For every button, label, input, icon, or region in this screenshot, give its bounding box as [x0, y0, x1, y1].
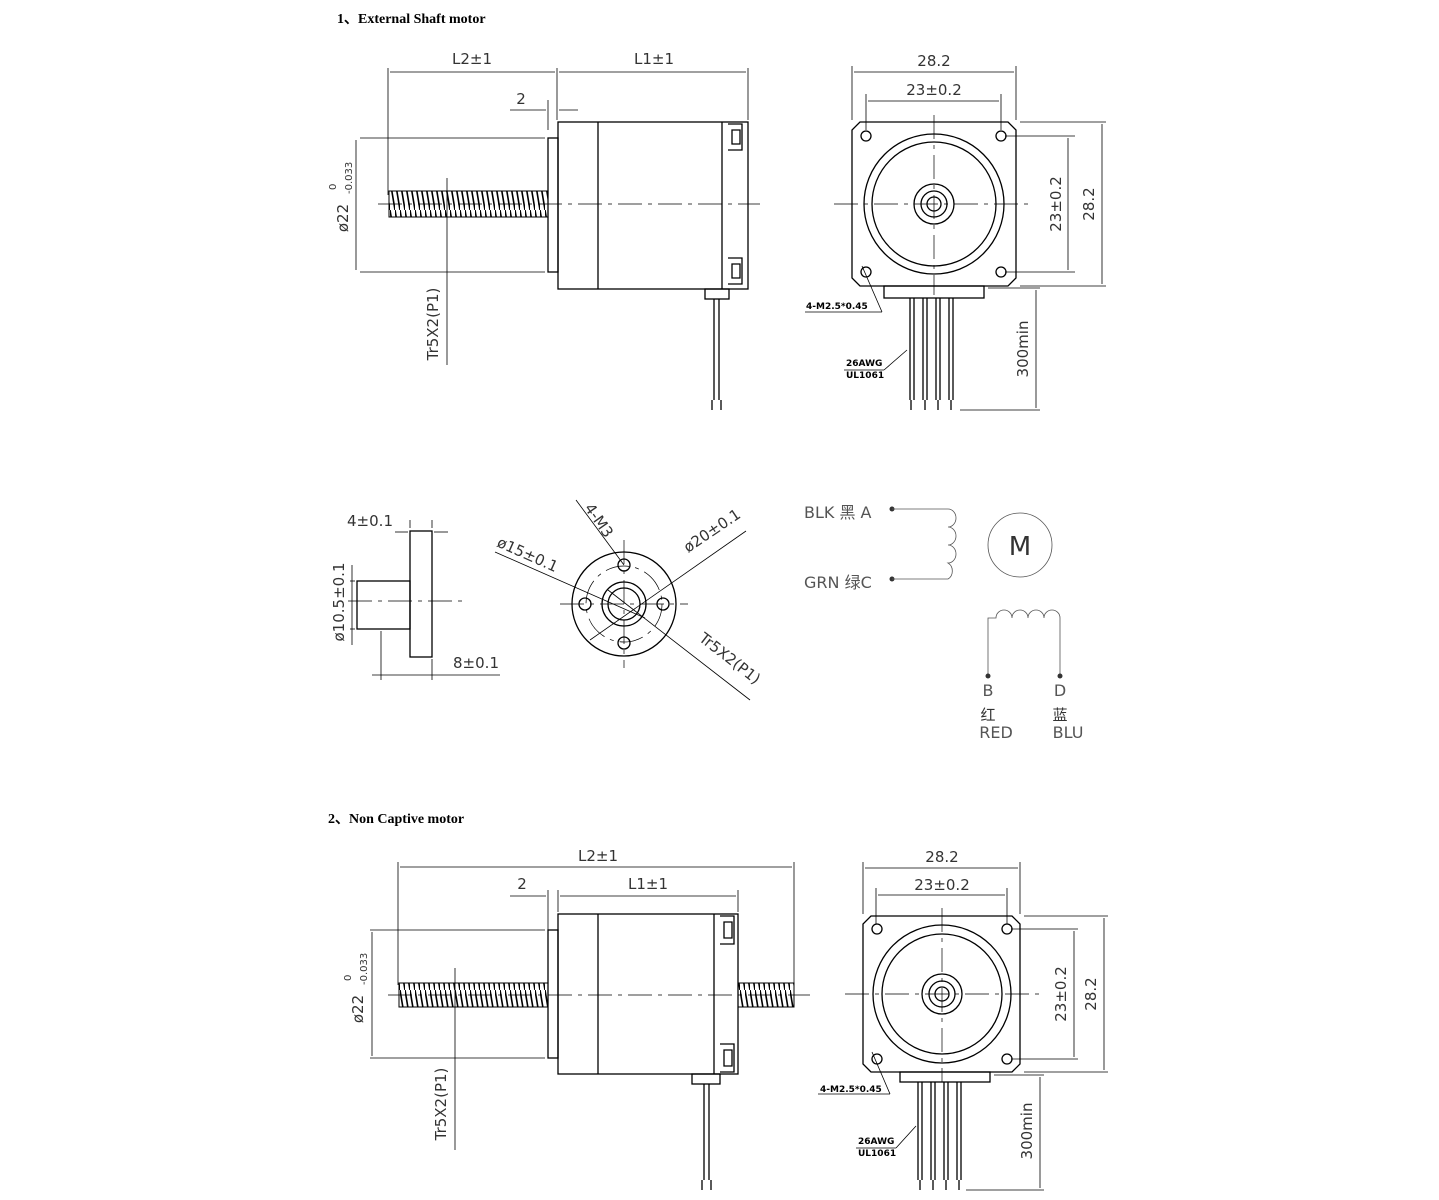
motor-1-side-view: L2±1 L1±1 2 ø22 0 -0.033 Tr5X2(P1)	[328, 50, 760, 410]
dim-2-1: 2	[516, 90, 526, 108]
motor-symbol	[987, 512, 1053, 578]
dim-d20-nut: ø20±0.1	[680, 505, 744, 556]
label-m25-2: 4-M2.5*0.45	[820, 1085, 882, 1095]
label-awg-1: 26AWG	[846, 359, 882, 369]
dim-l2-2: L2±1	[578, 847, 618, 865]
dim-d105-nut: ø10.5±0.1	[330, 563, 348, 642]
dim-282-top-1: 28.2	[917, 52, 950, 70]
dim-tol-low-1: -0.033	[344, 162, 355, 194]
wire-label-b: B	[983, 681, 994, 700]
motor-2-front-view: 28.2 23±0.2 23±0.2 28.2	[818, 848, 1108, 1191]
dim-2-2: 2	[517, 875, 527, 893]
dim-l1-1: L1±1	[634, 50, 674, 68]
dim-23-side-2: 23±0.2	[1052, 966, 1070, 1022]
dim-d22-1: ø22	[334, 204, 352, 232]
motor-2-side-view: L2±1 2 L1±1 ø22 0 -0.033 Tr5X2(P1)	[343, 847, 810, 1190]
dim-tr-nut: Tr5X2(P1)	[695, 628, 764, 688]
wire-label-b-en: RED	[979, 723, 1013, 742]
dim-282-side-2: 28.2	[1082, 977, 1100, 1010]
dim-282-top-2: 28.2	[925, 848, 958, 866]
dim-23-top-2: 23±0.2	[914, 876, 970, 894]
motor-symbol-label: M	[1009, 532, 1031, 562]
dim-tol-low-2: -0.033	[359, 953, 370, 985]
section-2-heading: 2、Non Captive motor	[328, 808, 464, 828]
wire-label-a: BLK 黑 A	[804, 503, 872, 522]
dim-tol-up-2: 0	[343, 975, 354, 981]
section-1-number: 1	[337, 12, 344, 27]
section-2-title: Non Captive motor	[349, 812, 465, 827]
dim-8-nut: 8±0.1	[453, 654, 499, 672]
label-m25-1: 4-M2.5*0.45	[806, 302, 868, 312]
wire-label-b-cn: 红	[980, 706, 995, 724]
wiring-diagram: BLK 黑 A GRN 绿C M B D 红 蓝 RED BLU	[804, 503, 1083, 742]
nut-side-view: 4±0.1 ø10.5±0.1 8±0.1	[330, 512, 500, 680]
wire-label-d-en: BLU	[1053, 723, 1084, 742]
dim-d22-2: ø22	[349, 995, 367, 1023]
dim-23-side-1: 23±0.2	[1047, 176, 1065, 232]
section-1-sep: 、	[344, 12, 358, 27]
dim-tr-2: Tr5X2(P1)	[432, 1068, 450, 1142]
section-1-heading: 1、External Shaft motor	[337, 8, 486, 28]
dim-4-nut: 4±0.1	[347, 512, 393, 530]
label-ul-2: UL1061	[858, 1149, 896, 1159]
dim-tol-up-1: 0	[328, 184, 339, 190]
dim-l2-1: L2±1	[452, 50, 492, 68]
wire-label-c: GRN 绿C	[804, 573, 872, 592]
label-awg-2: 26AWG	[858, 1137, 894, 1147]
dim-282-side-1: 28.2	[1080, 187, 1098, 220]
dim-tr-1: Tr5X2(P1)	[424, 288, 442, 362]
section-2-number: 2	[328, 812, 335, 827]
dim-m3-nut: 4-M3	[581, 500, 617, 541]
dim-300min-1: 300min	[1014, 321, 1032, 378]
wire-label-d: D	[1054, 681, 1066, 700]
dim-d15-nut: ø15±0.1	[494, 533, 560, 576]
dim-300min-2: 300min	[1018, 1103, 1036, 1160]
motor-1-front-view: 28.2 23±0.2 23±0.2 28.2 300mi	[805, 52, 1106, 411]
section-2-sep: 、	[335, 812, 349, 827]
dim-l1-2: L1±1	[628, 875, 668, 893]
section-1-title: External Shaft motor	[358, 12, 486, 27]
dim-23-top-1: 23±0.2	[906, 81, 962, 99]
label-ul-1: UL1061	[846, 371, 884, 381]
nut-front-view: 4-M3 ø15±0.1 ø20±0.1 Tr5X2(P1)	[494, 499, 764, 701]
wire-label-d-cn: 蓝	[1052, 706, 1067, 724]
